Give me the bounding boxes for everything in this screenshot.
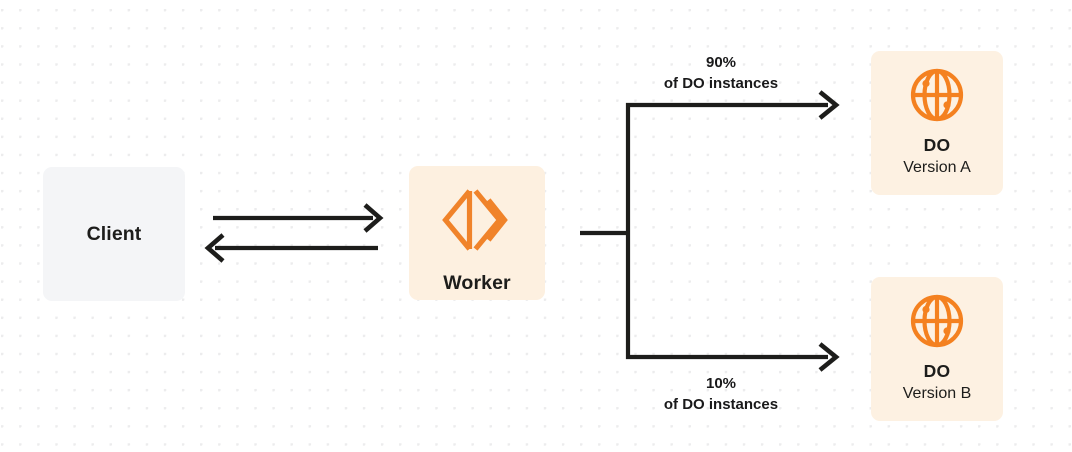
durable-object-globe-icon <box>909 293 965 349</box>
edge-description-do-a: of DO instances <box>663 75 779 93</box>
edge-percent-do-b: 10% <box>705 375 737 392</box>
edge-description-do-b: of DO instances <box>663 396 779 414</box>
durable-object-globe-icon <box>909 67 965 123</box>
cloudflare-workers-icon <box>442 188 512 252</box>
edge-client-to-worker <box>213 203 384 233</box>
node-do-b-title: DO <box>923 361 951 381</box>
node-client[interactable]: Client <box>43 167 185 301</box>
node-do-b-subtitle: Version B <box>902 385 972 402</box>
node-worker-label: Worker <box>443 272 511 294</box>
edge-percent-do-a: 90% <box>705 54 737 71</box>
node-do-a-subtitle: Version A <box>903 159 971 176</box>
arrowhead-to-do-a <box>818 90 840 120</box>
edge-worker-to-client <box>204 233 378 263</box>
node-do-version-a[interactable]: DO Version A <box>871 51 1003 195</box>
node-do-version-b[interactable]: DO Version B <box>871 277 1003 421</box>
edge-label-do-a: 90% of DO instances <box>632 52 810 95</box>
edge-label-do-b: 10% of DO instances <box>632 373 810 416</box>
edge-fork-spine <box>625 102 828 360</box>
node-do-a-title: DO <box>923 135 951 155</box>
node-client-label: Client <box>86 222 142 245</box>
node-worker[interactable]: Worker <box>409 166 545 300</box>
arrowhead-to-do-b <box>818 342 840 372</box>
